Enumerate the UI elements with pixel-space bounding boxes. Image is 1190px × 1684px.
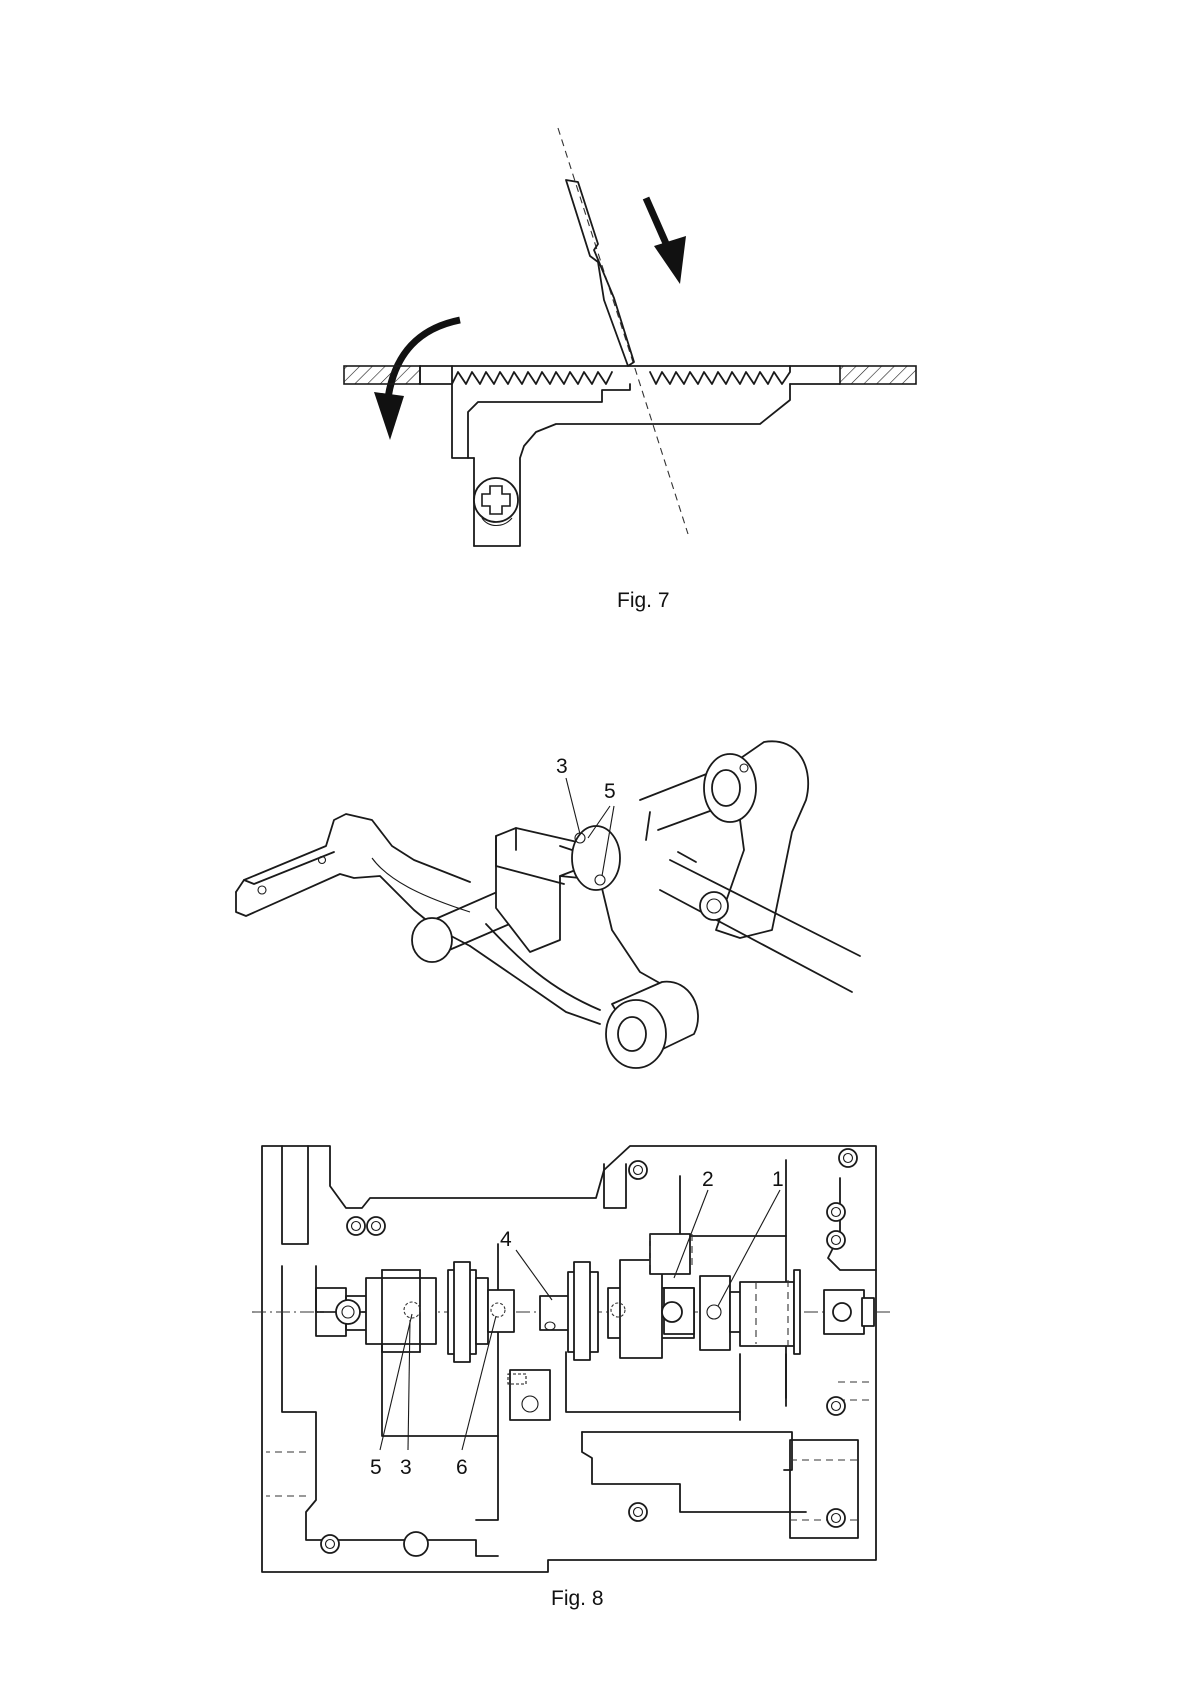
- fig8-callout-5: 5: [370, 1456, 382, 1479]
- fig8-callout-2: 2: [702, 1168, 714, 1191]
- fig8-perspective-drawing: [236, 741, 860, 1068]
- fig8-callout-4: 4: [500, 1228, 512, 1251]
- needle-direction-arrow: [646, 198, 686, 284]
- fig8-top-view-drawing: [252, 1146, 892, 1572]
- fig8-callout-3: 3: [400, 1456, 412, 1479]
- fig8-caption: Fig. 8: [551, 1587, 604, 1610]
- fig8-top-callout-3: 3: [556, 755, 568, 778]
- fig7-drawing: [344, 128, 916, 546]
- fig8-top-callout-5: 5: [604, 780, 616, 803]
- fig7-caption: Fig. 7: [617, 589, 670, 612]
- fig8-callout-1: 1: [772, 1168, 784, 1191]
- fig8-callout-6: 6: [456, 1456, 468, 1479]
